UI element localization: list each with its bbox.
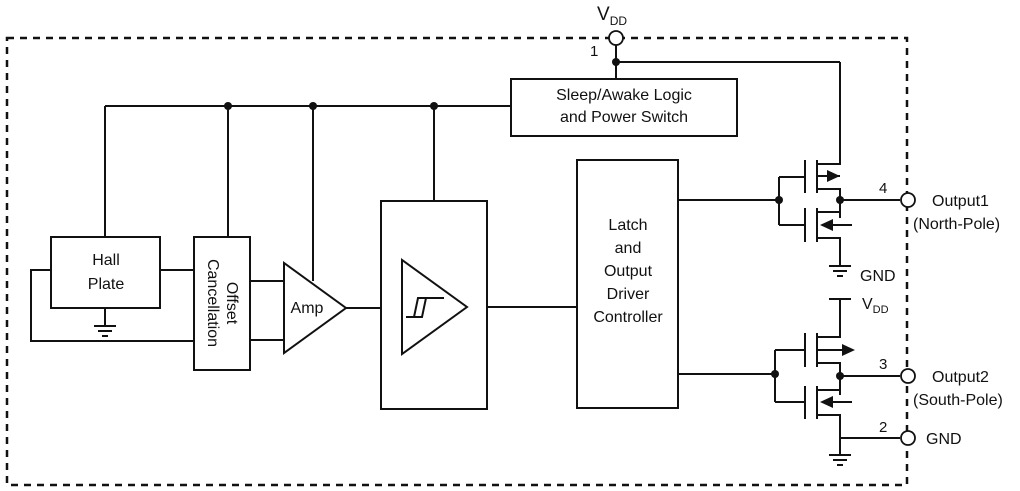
pin2-number: 2 [879, 419, 887, 436]
vdd-small-icon [829, 298, 851, 335]
device-boundary [5, 36, 909, 487]
output2-low-transistor-icon [775, 386, 852, 438]
output1-label: Output1 [932, 193, 989, 210]
latch-controller-block [576, 159, 679, 409]
hall-ground-icon [94, 308, 116, 337]
amp-triangle [283, 261, 348, 355]
hall-loop-wire [30, 269, 194, 342]
output1-low-transistor-icon [779, 208, 852, 262]
svg-text:Offset: Offset [223, 282, 240, 325]
amp-label: Amp [291, 300, 324, 317]
pin1-number: 1 [590, 43, 598, 60]
gnd-label: GND [926, 431, 962, 448]
sleep-awake-block [510, 78, 738, 137]
latch-controller-line: Output [604, 263, 653, 280]
hall-plate-block [50, 236, 161, 309]
output2-pin[interactable] [900, 368, 916, 384]
output1-high-transistor-icon [779, 160, 841, 218]
output2-high-transistor-icon [775, 333, 855, 395]
pin3-number: 3 [879, 356, 887, 373]
hysteresis-icon-2 [413, 297, 426, 318]
svg-text:Cancellation: Cancellation [204, 259, 221, 347]
sleep-awake-label-2: and Power Switch [560, 109, 688, 126]
latch-controller-line: Controller [593, 309, 663, 326]
comparator-triangle [401, 258, 469, 356]
output1-ground-icon [829, 262, 851, 277]
offset-cancellation-block [193, 236, 251, 371]
hall-label-1: Hall [92, 252, 120, 269]
output2-ground-icon [829, 454, 851, 466]
sleep-awake-label-1: Sleep/Awake Logic [556, 87, 692, 104]
output2-label: Output2 [932, 369, 989, 386]
offset-cancellation-text: Offset Cancellation [204, 259, 240, 347]
output1-pin[interactable] [900, 192, 916, 208]
pin4-number: 4 [879, 180, 887, 197]
hall-label-2: Plate [88, 276, 125, 293]
latch-controller-line: Latch [608, 217, 647, 234]
output2-sub-label: (South-Pole) [913, 392, 1003, 409]
latch-controller-line: Driver [607, 286, 650, 303]
vdd-pin[interactable] [608, 30, 624, 46]
vdd-top-label: VDD [597, 4, 627, 28]
output1-sub-label: (North-Pole) [913, 216, 1000, 233]
latch-controller-line: and [615, 240, 642, 257]
gnd-pin[interactable] [900, 430, 916, 446]
vdd-small-label: VDD [862, 296, 889, 316]
internal-gnd-label: GND [860, 268, 896, 285]
